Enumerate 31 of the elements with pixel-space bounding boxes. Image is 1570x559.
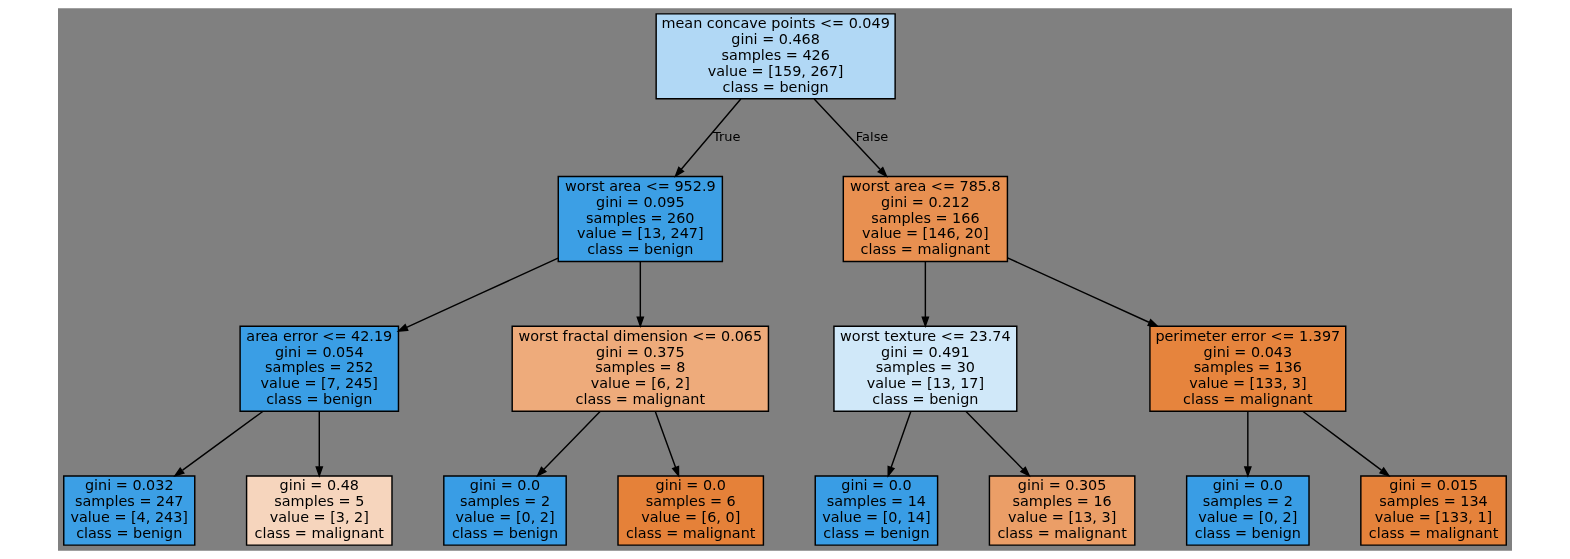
node-box: worst fractal dimension <= 0.065 gini = 0.375 samples = 8 value = [6, 2] class = malignant bbox=[511, 325, 770, 412]
arrow bbox=[674, 98, 742, 178]
node-box: gini = 0.0 samples = 6 value = [6, 0] class = malignant bbox=[617, 475, 765, 546]
arrow bbox=[921, 261, 930, 328]
arrow bbox=[536, 410, 601, 478]
node-box: gini = 0.48 samples = 5 value = [3, 2] class = malignant bbox=[245, 475, 393, 546]
node-box: gini = 0.0 samples = 2 value = [0, 2] class = benign bbox=[443, 475, 567, 546]
node-box: gini = 0.0 samples = 14 value = [0, 14] class = benign bbox=[814, 475, 939, 546]
node-box: worst area <= 952.9 gini = 0.095 samples = 260 value = [13, 247] class = benign bbox=[557, 175, 724, 263]
arrow bbox=[813, 98, 888, 178]
arrow bbox=[315, 410, 324, 478]
arrow bbox=[396, 257, 559, 332]
arrow bbox=[965, 410, 1031, 478]
arrow bbox=[887, 410, 912, 478]
node-box: gini = 0.305 samples = 16 value = [13, 3] class = malignant bbox=[988, 475, 1136, 546]
arrow bbox=[173, 410, 264, 477]
arrow bbox=[654, 410, 680, 478]
node-box: worst area <= 785.8 gini = 0.212 samples = 166 value = [146, 20] class = malignant bbox=[842, 175, 1009, 263]
node-box: worst texture <= 23.74 gini = 0.491 samples = 30 value = [13, 17] class = benign bbox=[833, 325, 1018, 412]
node-box: gini = 0.032 samples = 247 value = [4, 243] class = benign bbox=[63, 475, 196, 546]
edge-label: False bbox=[855, 128, 889, 144]
arrow bbox=[1302, 410, 1391, 477]
arrow bbox=[636, 261, 645, 328]
node-box: gini = 0.015 samples = 134 value = [133, 1] class = malignant bbox=[1360, 475, 1507, 546]
node-box: area error <= 42.19 gini = 0.054 samples = 252 value = [7, 245] class = benign bbox=[239, 325, 400, 412]
arrow bbox=[1006, 257, 1160, 327]
node-box: gini = 0.0 samples = 2 value = [0, 2] class = benign bbox=[1185, 475, 1310, 546]
node-box: mean concave points <= 0.049 gini = 0.468 samples = 426 value = [159, 267] class = benign bbox=[655, 13, 896, 100]
edge-label: True bbox=[712, 128, 741, 144]
arrow bbox=[1243, 410, 1252, 478]
node-box: perimeter error <= 1.397 gini = 0.043 samples = 136 value = [133, 3] class = malignant bbox=[1149, 325, 1347, 412]
